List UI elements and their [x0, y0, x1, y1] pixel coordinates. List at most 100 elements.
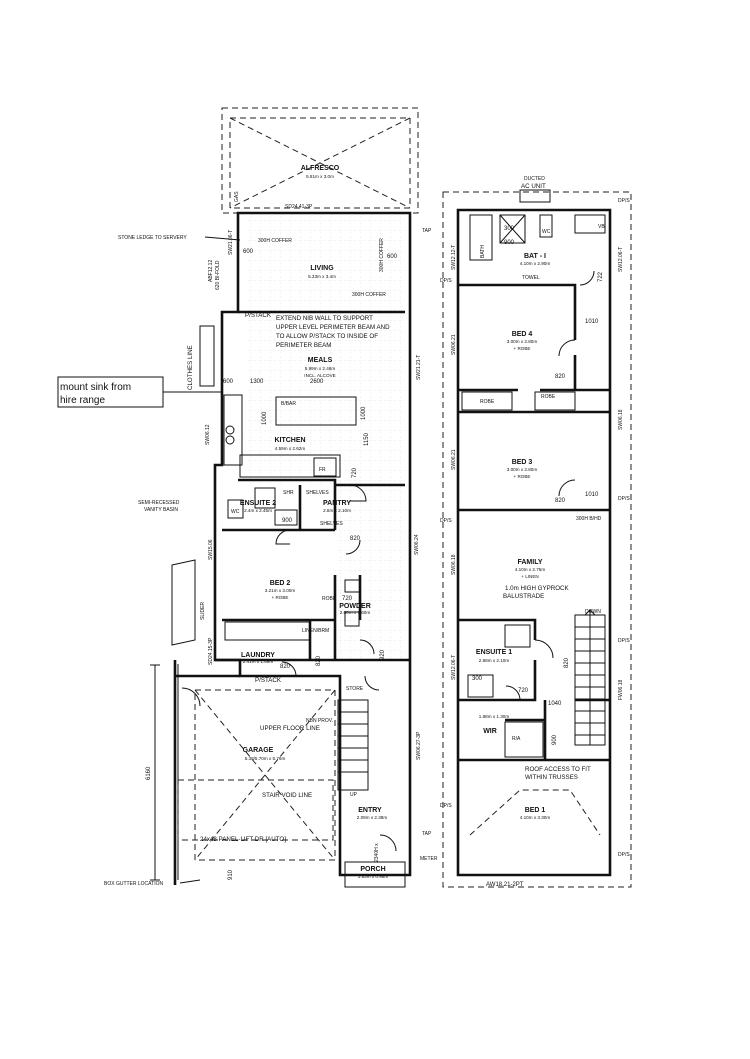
- powder-label: POWDER: [339, 603, 371, 610]
- ac-unit-box: [519, 189, 551, 203]
- up-note: UP: [350, 792, 358, 798]
- kitchen-side-bench: [223, 394, 243, 466]
- window-sw-right-beds: SW06.18: [618, 409, 624, 430]
- entry-size: 2.09m x 2.38m: [357, 815, 388, 820]
- dim-900-a: 900: [504, 240, 515, 246]
- family-size: 4.10m x 2.75m: [515, 567, 546, 572]
- box-gutter-note: BOX GUTTER LOCATION: [104, 881, 163, 887]
- ens1-basin: [504, 624, 531, 648]
- semi-recessed-note-2: VANITY BASIN: [144, 507, 178, 513]
- dim-1040: 1040: [548, 701, 562, 707]
- laundry-label: LAUNDRY: [241, 652, 275, 659]
- shelves-note-2: SHELVES: [320, 521, 343, 527]
- sink-bowl-1: [225, 425, 235, 435]
- roof-access-note-1: ROOF ACCESS TO FIT: [525, 766, 591, 773]
- stone-ledge-note: STONE LEDGE TO SERVERY: [118, 235, 187, 241]
- wir-label: WIR: [483, 728, 497, 735]
- clothes-line: [199, 325, 215, 387]
- laundry-bench: [224, 621, 311, 641]
- dp-note-7: DP/S: [618, 852, 630, 858]
- window-fw: FW06.18: [618, 679, 624, 700]
- coffer-right-note: 300H COFFER: [379, 238, 385, 272]
- window-aw-bottom: AW18.21-2PT: [486, 882, 524, 888]
- bed4-size: 3.00m x 2.80m: [507, 339, 538, 344]
- upper-floor-line-note: UPPER FLOOR LINE: [260, 725, 320, 732]
- powder-basin: [344, 579, 361, 593]
- window-sw-bath-right: SW12.06-T: [618, 247, 624, 272]
- window-sw-family: SW06.18: [451, 554, 457, 575]
- ensuite1-size: 2.88m x 2.10m: [479, 658, 510, 663]
- fr-note: FR: [319, 467, 326, 473]
- ensuite2-label: ENSUITE 2: [240, 500, 276, 507]
- kitchen-bench: [239, 454, 341, 478]
- fridge-space: [313, 457, 337, 477]
- window-sd-top: SD24.41-3P: [285, 204, 313, 210]
- ens2-wc: [227, 499, 244, 519]
- dim-820-b: 820: [280, 664, 291, 670]
- robe-note-1: ROBE: [480, 399, 495, 405]
- family-label: FAMILY: [517, 559, 542, 566]
- coffer-bottom-note: 300H COFFER: [352, 292, 386, 298]
- callout-line-1: mount sink from: [60, 382, 131, 393]
- upper-roof-outline: [442, 191, 632, 888]
- bath-label: BAT - I: [524, 253, 546, 260]
- dp-note-5: DP/S: [618, 638, 630, 644]
- wc-note: WC: [231, 509, 240, 515]
- garage-label: GARAGE: [243, 747, 274, 754]
- nib-note-4: PERIMETER BEAM: [276, 342, 331, 349]
- nib-note-1: EXTEND NIB WALL TO SUPPORT: [276, 315, 373, 322]
- ens2-shower: [254, 487, 276, 509]
- dp-note-4: DP/S: [440, 518, 452, 524]
- porch-size: 1.83m x 0.96m: [358, 874, 389, 879]
- alfresco-roof: [221, 107, 419, 214]
- upper-interior-walls: [458, 283, 610, 762]
- shr-note: SHR: [283, 490, 294, 496]
- tile-grid-hall: [335, 485, 405, 660]
- down-note: DOWN: [585, 609, 601, 615]
- robe-2: [534, 391, 576, 411]
- window-sw-bath-left: SW12.12-T: [451, 245, 457, 270]
- dim-900-b: 900: [552, 734, 558, 745]
- robe-1: [461, 391, 513, 411]
- tap-bottom-note: TAP: [422, 831, 432, 837]
- gas-note: GAS: [234, 191, 240, 202]
- roof-access-note-2: WITHIN TRUSSES: [525, 774, 578, 781]
- dim-600-a: 600: [243, 249, 254, 255]
- kitchen-island: [275, 396, 357, 426]
- upper-floor-plan: BAT - I 4.10m x 2.90m BED 4 3.00m x 2.80…: [440, 176, 632, 888]
- garage-door-note: 24x48 PANEL-LIFT DR [AUTO]: [200, 836, 286, 843]
- garage-depth-dim: [150, 664, 160, 881]
- bed2-extra: + ROBE: [272, 595, 289, 600]
- meals-label: MEALS: [308, 357, 333, 364]
- dp-note-6: DP/S: [440, 803, 452, 809]
- dim-1010-b: 1010: [585, 492, 599, 498]
- upper-floor-diagonals: [194, 689, 336, 861]
- tap-top-note: TAP: [422, 228, 432, 234]
- bed4-label: BED 4: [512, 331, 533, 338]
- dim-2600: 2600: [310, 379, 324, 385]
- meals-size: 5.99m x 2.46m: [305, 366, 336, 371]
- bed3-size: 3.00m x 2.80m: [507, 467, 538, 472]
- garage-size: 5.38/5.70m x 5.76m: [245, 756, 286, 761]
- window-sw-right-3: SW06.27-3P: [416, 731, 422, 760]
- stone-ledge-leader: [204, 236, 241, 241]
- alfresco-label: ALFRESCO: [301, 165, 340, 172]
- stair-void-line-note: STAIR VOID LINE: [262, 792, 312, 799]
- pstack-bottom-note: P/STACK: [255, 677, 282, 684]
- store-note: STORE: [346, 686, 364, 692]
- window-abf: ABF12.12: [208, 260, 214, 282]
- dim-820-a: 820: [350, 536, 361, 542]
- living-size: 5.33m x 3.4m: [308, 274, 336, 279]
- dim-720: 720: [518, 688, 529, 694]
- kitchen-size: 4.59m x 2.62m: [275, 446, 306, 451]
- bath-shower: [499, 214, 526, 244]
- window-slider: SLIDER: [200, 602, 206, 620]
- dim-820-c: 820: [564, 657, 570, 668]
- bed3-label: BED 3: [512, 459, 533, 466]
- dim-920: 920: [380, 649, 386, 660]
- dp-note-1: DP/S: [618, 198, 630, 204]
- family-extra: + LINEN: [521, 574, 539, 579]
- pantry-size: 2.8m x 2.10m: [323, 508, 351, 513]
- towel-note: TOWEL: [522, 275, 540, 281]
- balustrade-note-1: 1.0m HIGH GYPROCK: [505, 585, 569, 592]
